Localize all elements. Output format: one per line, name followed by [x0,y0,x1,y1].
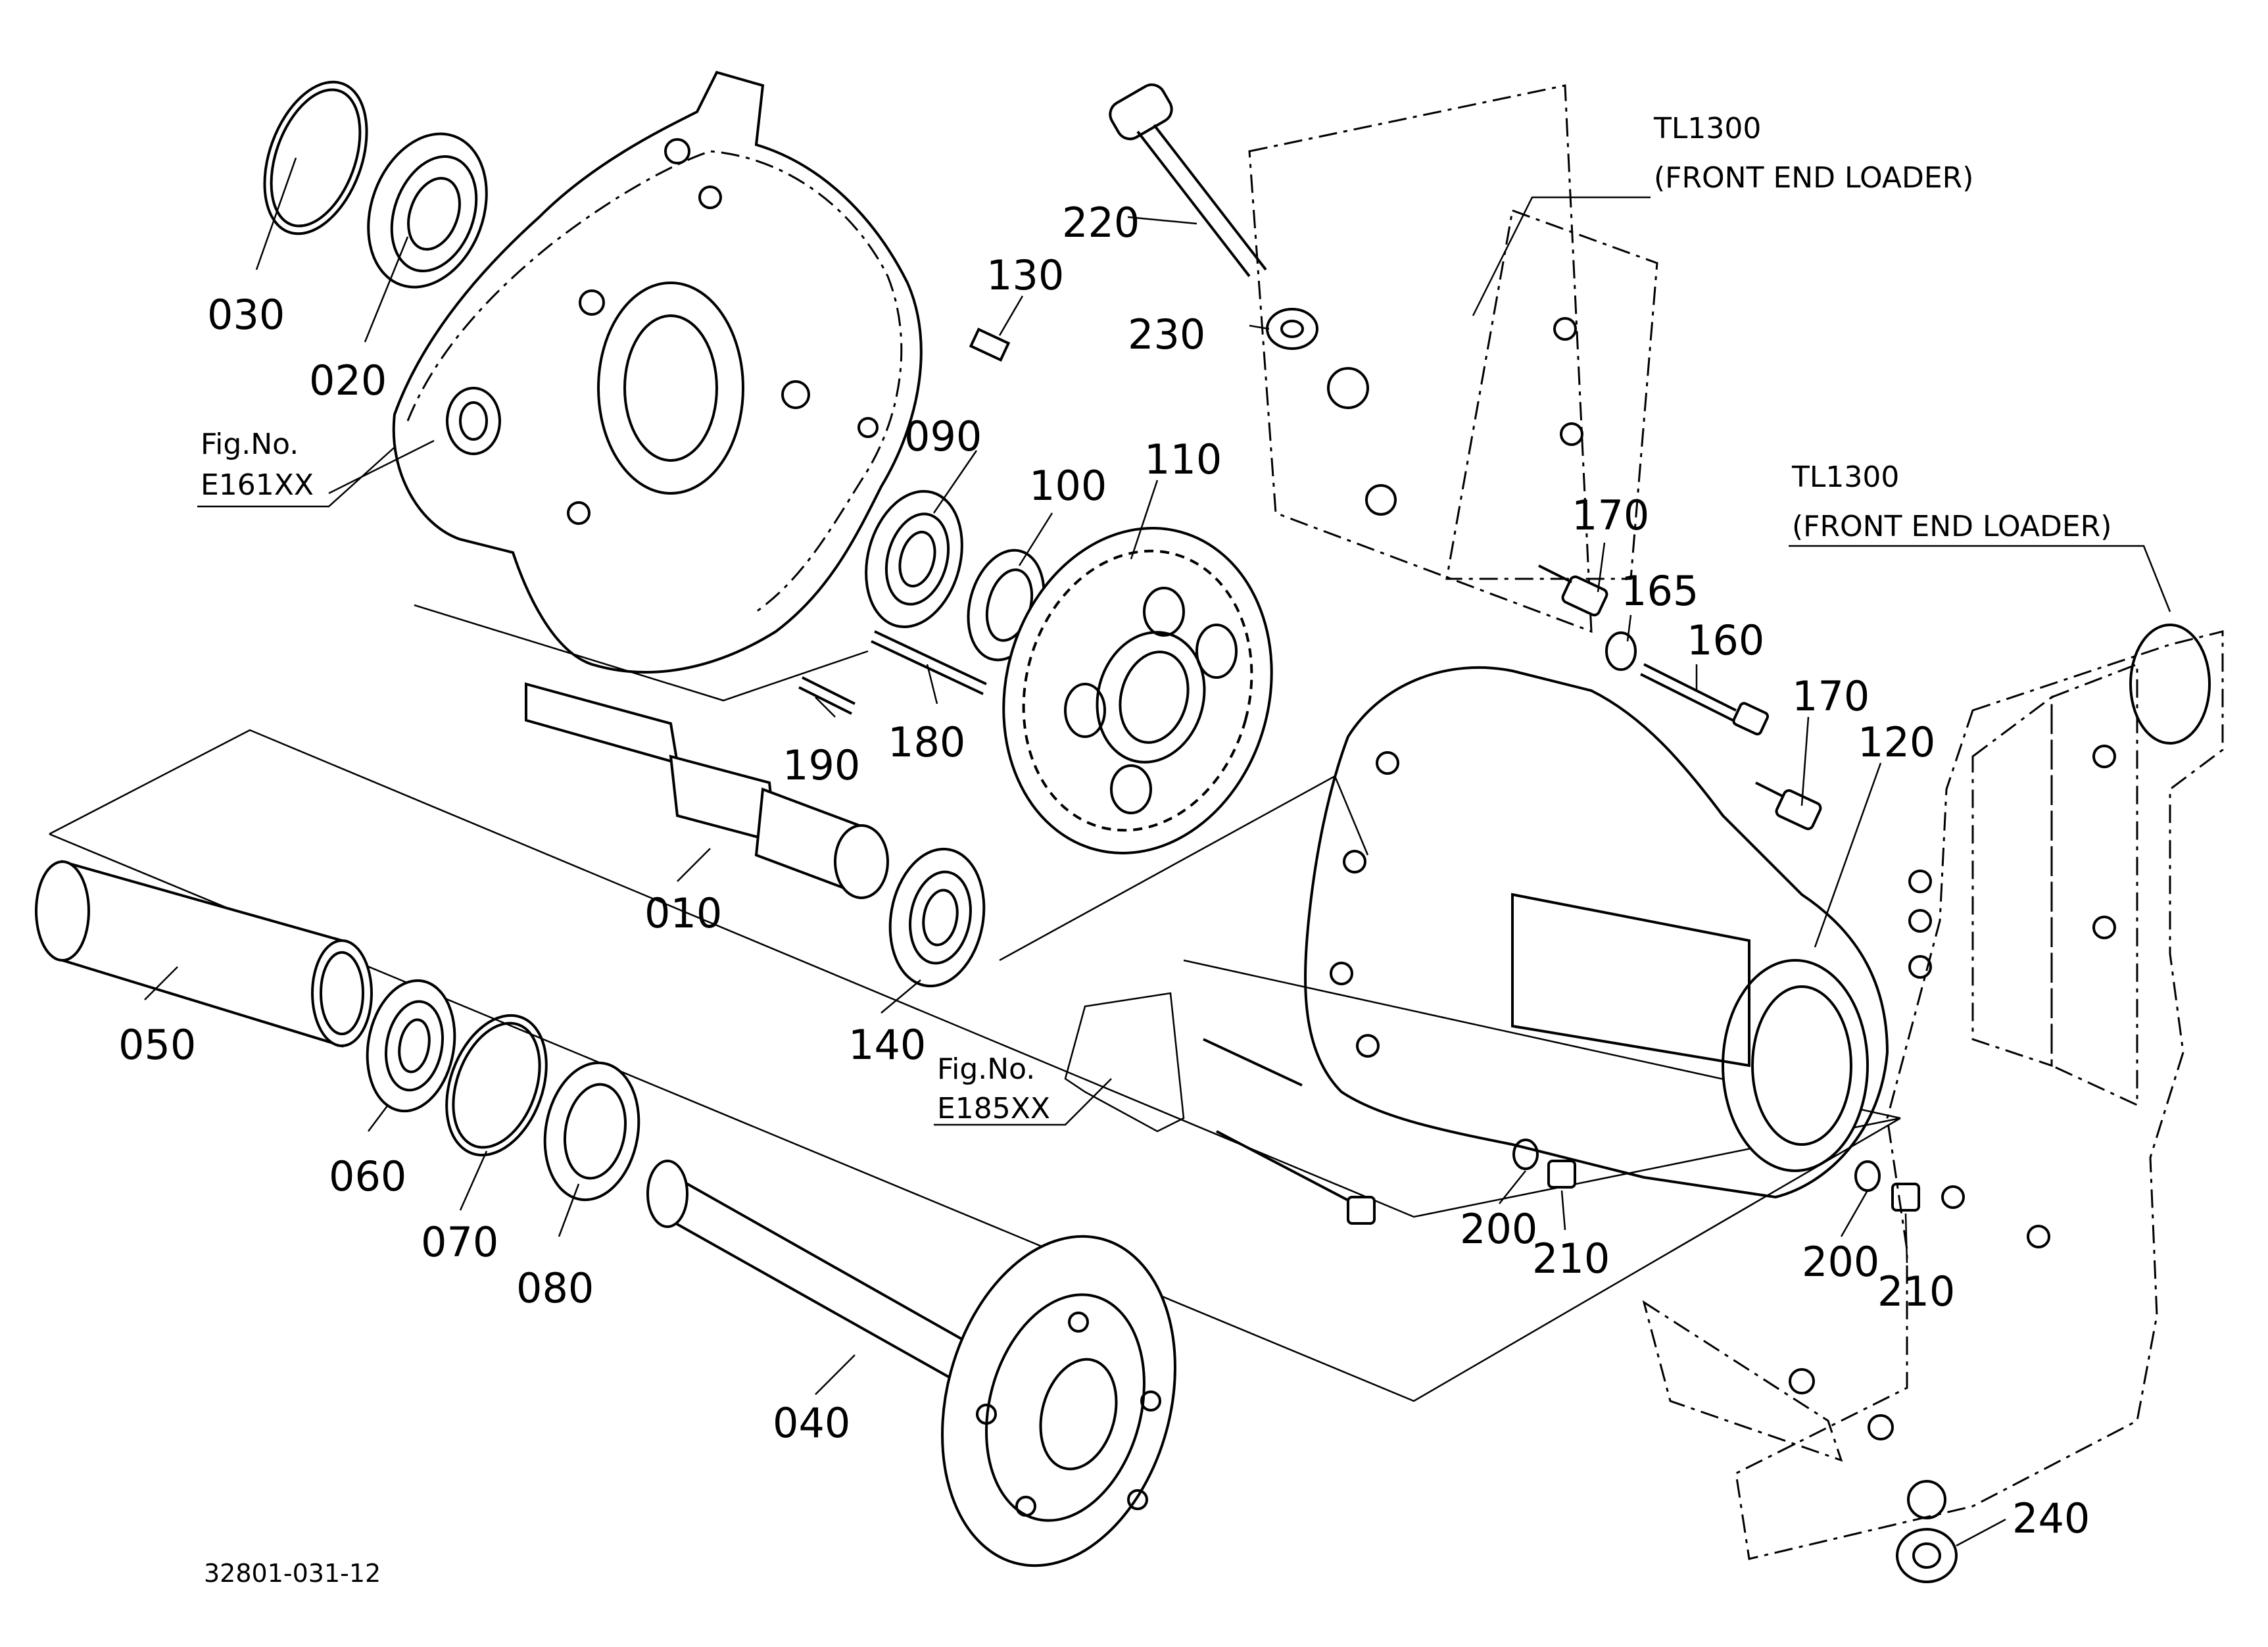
snap-ring-030 [263,80,368,235]
bolt-160 [1640,663,1770,736]
callout-080: 080 [516,1264,594,1312]
tube-050 [35,860,373,1048]
snap-ring-070 [445,1014,548,1157]
callout-030: 030 [207,291,285,339]
callout-060: 060 [329,1152,406,1200]
callout-labels: 030 020 130 090 100 110 220 230 180 190 … [118,199,2090,1542]
reference-labels: Fig.No. E161XX Fig.No. E185XX TL1300 (FR… [201,112,2111,1588]
callout-170-right: 170 [1792,672,1870,720]
callout-200-left: 200 [1460,1205,1537,1253]
callout-020: 020 [309,356,387,405]
washer-165 [1605,631,1637,671]
callout-240: 240 [2012,1494,2090,1542]
callout-110: 110 [1144,435,1222,483]
tl1300-top-line2: (FRONT END LOADER) [1654,161,1973,195]
callout-130: 130 [986,251,1064,299]
callout-200-right: 200 [1802,1238,1879,1286]
leader-lines [144,157,2171,1547]
tl1300-right-line1: TL1300 [1791,460,1899,494]
fig-ref-e185-line1: Fig.No. [937,1052,1035,1086]
nut-210-right [1891,1183,1920,1212]
bearing-020 [367,132,488,289]
callout-100: 100 [1029,462,1107,510]
gear-case-120 [1304,666,1889,1199]
callout-040: 040 [773,1399,850,1447]
fig-ref-e161-line2: E161XX [201,468,314,502]
bearing-140 [888,847,986,988]
bolt-170-right [1755,781,1822,831]
callout-230: 230 [1128,310,1205,358]
loader-bracket-top [1248,84,1658,633]
oil-seal-080 [543,1061,640,1202]
pin-130 [969,328,1011,362]
callout-190: 190 [783,741,860,789]
axle-shaft-040 [646,1160,1176,1567]
stud-bolt-190 [798,676,856,715]
fig-ref-e161-line1: Fig.No. [201,428,299,461]
fig-ref-e185-line2: E185XX [937,1092,1050,1125]
washer-200-right [1854,1160,1881,1192]
callout-010: 010 [644,889,722,937]
bracket-e185 [1064,992,1376,1225]
washer-200-left [1512,1139,1539,1170]
drawing-number: 32801-031-12 [204,1559,381,1588]
nut-210-left [1547,1160,1576,1189]
shaft-010 [525,682,889,899]
callout-050: 050 [118,1021,196,1069]
callout-090: 090 [904,412,982,460]
callout-210-right: 210 [1877,1267,1955,1315]
callout-160: 160 [1687,616,1764,664]
washer-230 [1266,308,1318,350]
callout-140: 140 [848,1021,926,1069]
tl1300-right-line2: (FRONT END LOADER) [1792,510,2111,543]
bearing-060 [366,979,456,1113]
callout-120: 120 [1858,718,1935,766]
tl1300-top-line1: TL1300 [1653,112,1761,145]
callout-070: 070 [421,1218,498,1266]
callout-210-left: 210 [1532,1235,1610,1283]
transmission-case [392,70,923,674]
nut-240 [1896,1480,1958,1583]
loader-frame-right [1642,624,2224,1560]
bolt-220 [1109,83,1267,278]
callout-165: 165 [1621,567,1699,615]
gear-110 [1002,527,1273,854]
callout-220: 220 [1062,199,1140,247]
callout-180: 180 [888,718,965,766]
bearing-090 [865,489,963,629]
bolt-170-top [1538,564,1608,617]
stud-bolt-180 [871,630,987,695]
callout-170-top: 170 [1572,491,1649,539]
